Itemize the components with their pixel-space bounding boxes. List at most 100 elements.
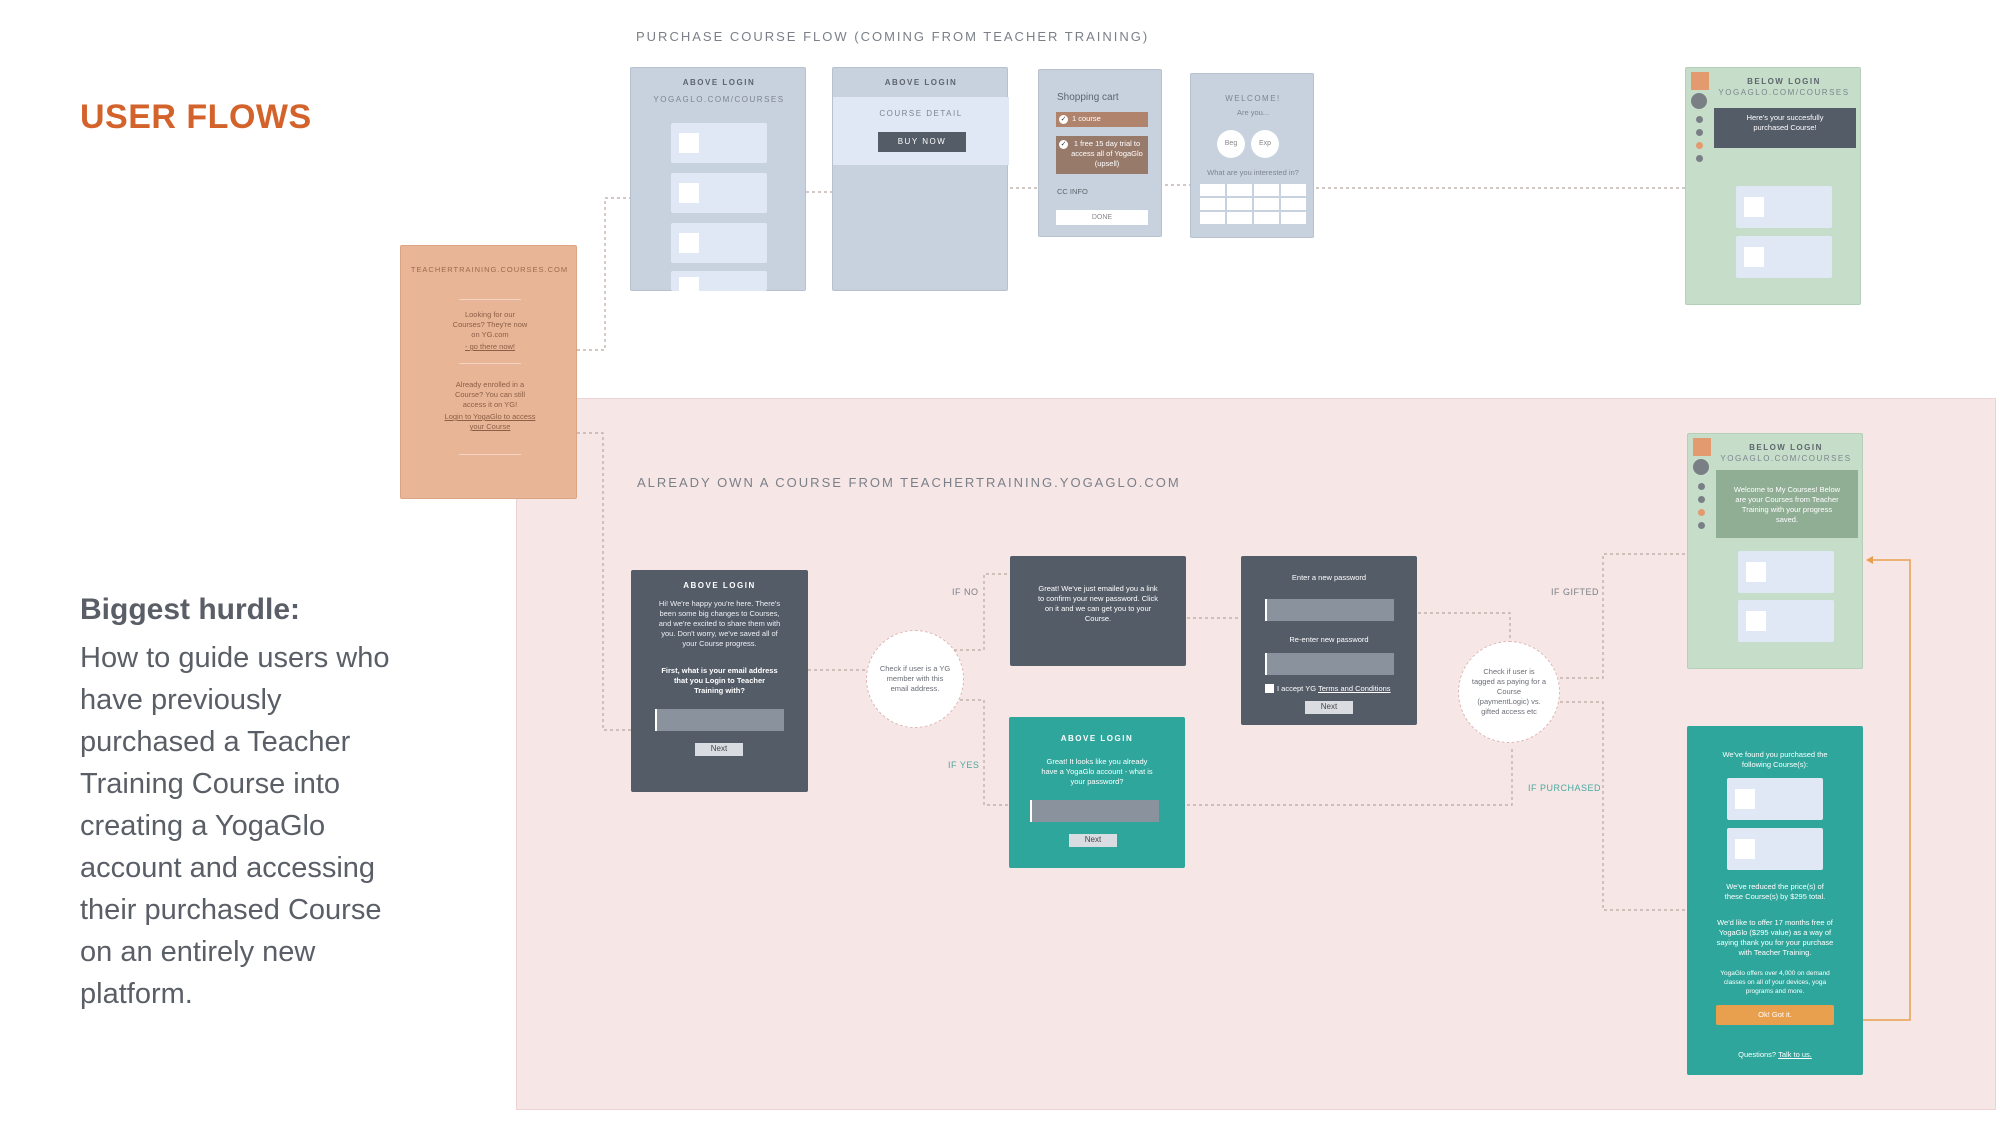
screen-existing-password: ABOVE LOGIN Great! It looks like you alr… xyxy=(1009,717,1185,868)
next-button[interactable]: Next xyxy=(695,743,743,756)
screen-sub: YOGAGLO.COM/COURSES xyxy=(1720,454,1852,463)
reenter-password-input[interactable] xyxy=(1265,653,1394,675)
screen-above-login-email: ABOVE LOGIN Hi! We're happy you're here.… xyxy=(631,570,808,792)
screen-sub: YOGAGLO.COM/COURSES xyxy=(653,95,785,104)
decision-text: Check if user is a YG member with this e… xyxy=(879,664,951,693)
avatar xyxy=(1693,459,1709,475)
course-card[interactable] xyxy=(671,223,767,263)
screen-heading: ABOVE LOGIN xyxy=(683,581,756,590)
interest-grid[interactable] xyxy=(1200,184,1306,224)
course-card[interactable] xyxy=(671,271,767,291)
course-card[interactable] xyxy=(1727,828,1823,870)
level-option-beginner[interactable]: Beg xyxy=(1217,130,1245,158)
cart-item[interactable]: ✓ 1 course xyxy=(1056,112,1148,127)
nav-dot[interactable] xyxy=(1698,522,1705,529)
cc-info-label: CC INFO xyxy=(1057,187,1088,196)
new-password-input[interactable] xyxy=(1265,599,1394,621)
cart-item-label: 1 course xyxy=(1072,114,1101,123)
login-question: First, what is your email address that y… xyxy=(661,666,778,695)
email-sent-text: Great! We've just emailed you a link to … xyxy=(1037,584,1159,623)
nav-dot[interactable] xyxy=(1696,129,1703,136)
screen-heading: ABOVE LOGIN xyxy=(682,78,756,87)
screen-purchased-course: BELOW LOGIN YOGAGLO.COM/COURSES Here's y… xyxy=(1685,67,1861,305)
nav-dot[interactable] xyxy=(1696,142,1703,149)
ok-got-it-button[interactable]: Ok! Got it. xyxy=(1716,1005,1834,1025)
branch-label-if-yes: IF YES xyxy=(948,760,980,770)
course-card[interactable] xyxy=(1727,778,1823,820)
screen-found-courses: We've found you purchased the following … xyxy=(1687,726,1863,1075)
decision-check-payment: Check if user is tagged as paying for a … xyxy=(1458,641,1560,743)
screen-new-password: Enter a new password Re-enter new passwo… xyxy=(1241,556,1417,725)
branch-label-if-no: IF NO xyxy=(952,587,979,597)
hurdle-heading: Biggest hurdle: xyxy=(80,593,301,626)
terms-link[interactable]: Terms and Conditions xyxy=(1318,684,1391,693)
screen-heading: ABOVE LOGIN xyxy=(884,78,958,87)
questions-row: Questions? Talk to us. xyxy=(1687,1050,1863,1060)
course-card[interactable] xyxy=(1738,600,1834,642)
password-prompt: Great! It looks like you already have a … xyxy=(1041,757,1153,786)
interest-question: What are you interested in? xyxy=(1207,168,1299,177)
login-intro-text: Hi! We're happy you're here. There's bee… xyxy=(658,599,781,648)
entry-link-login[interactable]: Login to YogaGlo to access your Course xyxy=(444,412,536,431)
branch-label-if-purchased: IF PURCHASED xyxy=(1528,783,1602,793)
course-card[interactable] xyxy=(1736,236,1832,278)
decision-check-member: Check if user is a YG member with this e… xyxy=(866,630,964,728)
bottom-flow-label: ALREADY OWN A COURSE FROM TEACHERTRAININ… xyxy=(637,475,1181,490)
nav-dot[interactable] xyxy=(1698,483,1705,490)
nav-dot[interactable] xyxy=(1696,155,1703,162)
course-card[interactable] xyxy=(671,123,767,163)
screen-courses-list: ABOVE LOGIN YOGAGLO.COM/COURSES xyxy=(630,67,806,291)
course-card[interactable] xyxy=(1738,551,1834,593)
entry-link-go-there[interactable]: - go there now! xyxy=(464,342,516,351)
purchase-message: Here's your succesfully purchased Course… xyxy=(1714,108,1856,148)
level-option-experienced[interactable]: Exp xyxy=(1251,130,1279,158)
top-flow-label: PURCHASE COURSE FLOW (COMING FROM TEACHE… xyxy=(636,29,1150,44)
my-courses-message: Welcome to My Courses! Below are your Co… xyxy=(1716,470,1858,538)
branch-label-if-gifted: IF GIFTED xyxy=(1551,587,1599,597)
logo xyxy=(1691,72,1709,90)
nav-dot[interactable] xyxy=(1698,509,1705,516)
next-button[interactable]: Next xyxy=(1305,701,1353,714)
password-input[interactable] xyxy=(1030,800,1159,822)
next-button[interactable]: Next xyxy=(1069,834,1117,847)
decision-text: Check if user is tagged as paying for a … xyxy=(1471,667,1547,716)
entry-text-1: Looking for our Courses? They're now on … xyxy=(452,310,528,339)
found-text: We've found you purchased the following … xyxy=(1722,750,1828,769)
screen-heading: BELOW LOGIN xyxy=(1747,77,1821,86)
terms-accept: I accept YG xyxy=(1277,684,1317,693)
screen-shopping-cart: Shopping cart ✓ 1 course ✓ 1 free 15 day… xyxy=(1038,69,1162,237)
screen-welcome: WELCOME! Are you... Beg Exp What are you… xyxy=(1190,73,1314,238)
terms-label: I accept YG Terms and Conditions xyxy=(1277,684,1391,694)
welcome-heading: WELCOME! xyxy=(1225,94,1281,103)
nav-dot[interactable] xyxy=(1698,496,1705,503)
logo xyxy=(1693,438,1711,456)
entry-domain: TEACHERTRAINING.COURSES.COM xyxy=(410,265,569,274)
done-button[interactable]: DONE xyxy=(1056,210,1148,225)
nav-dot[interactable] xyxy=(1696,116,1703,123)
email-input[interactable] xyxy=(655,709,784,731)
avatar xyxy=(1691,93,1707,109)
course-card[interactable] xyxy=(671,173,767,213)
course-card[interactable] xyxy=(1736,186,1832,228)
check-icon: ✓ xyxy=(1059,115,1068,124)
talk-to-us-link[interactable]: Talk to us. xyxy=(1778,1050,1812,1059)
yogaglo-info-text: YogaGlo offers over 4,000 on demand clas… xyxy=(1720,970,1830,995)
entry-text-2: Already enrolled in a Course? You can st… xyxy=(454,380,526,409)
reenter-password-label: Re-enter new password xyxy=(1289,635,1369,644)
cart-heading: Shopping cart xyxy=(1057,92,1119,103)
screen-heading: BELOW LOGIN xyxy=(1749,443,1823,452)
cart-upsell-label: 1 free 15 day trial to access all of Yog… xyxy=(1071,139,1143,168)
cart-upsell[interactable]: ✓ 1 free 15 day trial to access all of Y… xyxy=(1056,136,1148,174)
screen-my-courses: BELOW LOGIN YOGAGLO.COM/COURSES Welcome … xyxy=(1687,433,1863,669)
screen-course-detail: ABOVE LOGIN COURSE DETAIL BUY NOW xyxy=(832,67,1009,291)
price-reduced-text: We've reduced the price(s) of these Cour… xyxy=(1724,882,1826,901)
buy-now-button[interactable]: BUY NOW xyxy=(878,132,966,152)
screen-heading: ABOVE LOGIN xyxy=(1060,734,1134,743)
questions-label: Questions? xyxy=(1738,1050,1777,1059)
course-detail-panel: COURSE DETAIL BUY NOW xyxy=(833,97,1009,165)
offer-text: We'd like to offer 17 months free of Yog… xyxy=(1716,918,1834,957)
welcome-sub: Are you... xyxy=(1236,108,1270,117)
hurdle-text: How to guide users who have previously p… xyxy=(80,642,390,1010)
new-password-label: Enter a new password xyxy=(1291,573,1367,582)
terms-checkbox[interactable] xyxy=(1265,684,1274,693)
